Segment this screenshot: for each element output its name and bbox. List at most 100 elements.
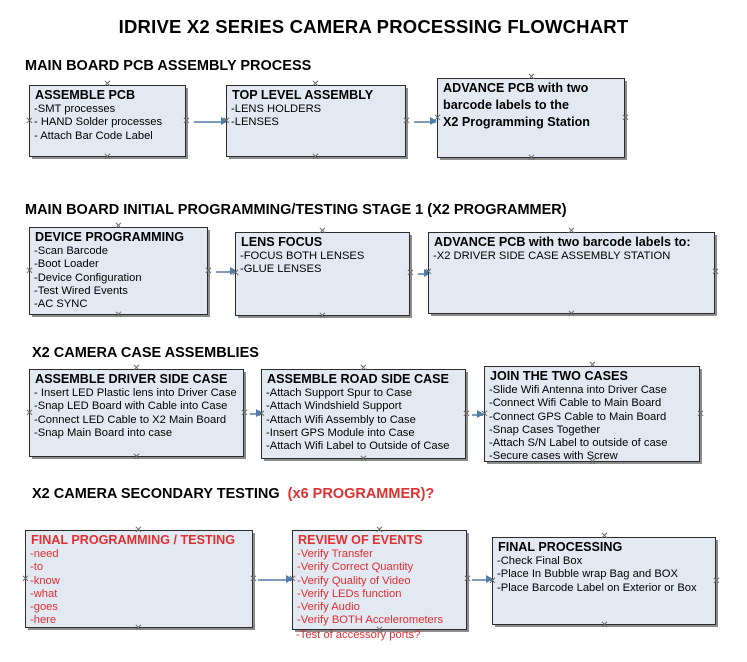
connection-handle-top[interactable] — [103, 80, 112, 89]
box-advance-pcb-programming-station[interactable]: ADVANCE PCB with two barcode labels to t… — [437, 78, 625, 158]
section-heading-x2-camera-secondary-testing: X2 CAMERA SECONDARY TESTING (x6 PROGRAMM… — [32, 486, 434, 502]
section-heading-text: MAIN BOARD INITIAL PROGRAMMING/TESTING S… — [25, 202, 567, 218]
box-item: -GLUE LENSES — [240, 263, 322, 276]
connection-handle-top[interactable] — [375, 526, 384, 535]
box-item: -Verify Audio — [297, 601, 360, 614]
connection-handle-left[interactable] — [480, 410, 489, 419]
connection-handle-top[interactable] — [567, 227, 576, 236]
connection-handle-left[interactable] — [488, 577, 497, 586]
connection-handle-left[interactable] — [222, 117, 231, 126]
connection-handle-bottom[interactable] — [359, 455, 368, 464]
connection-handle-left[interactable] — [231, 269, 240, 278]
section-heading-annotation: (x6 PROGRAMMER)? — [287, 486, 435, 502]
connection-handle-bottom[interactable] — [311, 153, 320, 162]
connection-handle-left[interactable] — [433, 114, 442, 123]
connection-handle-right[interactable] — [621, 114, 630, 123]
box-header: ADVANCE PCB with two barcode labels to: — [434, 235, 691, 249]
connection-handle-bottom[interactable] — [134, 624, 143, 633]
box-device-programming[interactable]: DEVICE PROGRAMMING -Scan Barcode -Boot L… — [29, 227, 208, 315]
connection-handle-top[interactable] — [114, 222, 123, 231]
box-item: -Attach S/N Label to outside of case — [489, 437, 668, 450]
connection-handle-left[interactable] — [25, 409, 34, 418]
connection-handle-top[interactable] — [132, 364, 141, 373]
box-header: ASSEMBLE DRIVER SIDE CASE — [35, 372, 228, 386]
box-top-level-assembly[interactable]: TOP LEVEL ASSEMBLY -LENS HOLDERS -LENSES — [226, 85, 406, 157]
connection-handle-right[interactable] — [204, 267, 213, 276]
connection-handle-bottom[interactable] — [567, 310, 576, 319]
box-header: FINAL PROCESSING — [498, 540, 623, 554]
box-lens-focus[interactable]: LENS FOCUS -FOCUS BOTH LENSES -GLUE LENS… — [235, 232, 410, 316]
box-final-programming-testing[interactable]: FINAL PROGRAMMING / TESTING -need -to -k… — [25, 530, 253, 628]
box-item: -Scan Barcode — [34, 245, 109, 257]
connection-handle-bottom[interactable] — [588, 458, 597, 467]
box-item: -Attach Wifi Label to Outside of Case — [266, 440, 450, 453]
box-item: -Attach Support Spur to Case — [266, 387, 413, 399]
connection-handle-right[interactable] — [402, 117, 411, 126]
box-item: - HAND Solder processes — [34, 116, 163, 129]
box-header: FINAL PROGRAMMING / TESTING — [31, 533, 236, 547]
box-item-overflow: -Test of accessory ports? — [296, 629, 421, 641]
box-review-of-events[interactable]: REVIEW OF EVENTS -Verify Transfer -Verif… — [292, 530, 467, 630]
connection-handle-left[interactable] — [257, 410, 266, 419]
box-assemble-driver-side-case[interactable]: ASSEMBLE DRIVER SIDE CASE - Insert LED P… — [29, 369, 244, 457]
connection-handle-right[interactable] — [711, 268, 720, 277]
connection-handle-bottom[interactable] — [132, 453, 141, 462]
box-header: ADVANCE PCB with two — [443, 81, 589, 95]
connection-handle-right[interactable] — [249, 575, 258, 584]
box-item: -Verify BOTH Accelerometers — [297, 614, 444, 627]
box-item: -Device Configuration — [34, 271, 142, 284]
box-advance-pcb-driver-side-case[interactable]: ADVANCE PCB with two barcode labels to: … — [428, 232, 715, 314]
connection-handle-bottom[interactable] — [527, 154, 536, 163]
connection-handle-left[interactable] — [288, 575, 297, 584]
connection-handle-left[interactable] — [424, 268, 433, 277]
section-heading-main-board-initial-programming: MAIN BOARD INITIAL PROGRAMMING/TESTING S… — [25, 202, 567, 218]
box-item: -Place Barcode Label on Exterior or Box — [497, 581, 697, 594]
connection-handle-top[interactable] — [588, 361, 597, 370]
box-item: -Verify Quality of Video — [297, 574, 411, 587]
box-header: JOIN THE TWO CASES — [490, 369, 628, 383]
connection-handle-right[interactable] — [182, 117, 191, 126]
box-item: -X2 DRIVER SIDE CASE ASSEMBLY STATION — [433, 250, 671, 262]
box-final-processing[interactable]: FINAL PROCESSING -Check Final Box -Place… — [492, 537, 716, 625]
box-item: -Connect LED Cable to X2 Main Board — [34, 413, 227, 426]
box-join-the-two-cases[interactable]: JOIN THE TWO CASES -Slide Wifi Antenna i… — [484, 366, 700, 462]
connection-handle-right[interactable] — [406, 269, 415, 278]
connection-handle-top[interactable] — [527, 73, 536, 82]
connection-handle-right[interactable] — [696, 410, 705, 419]
box-header: ASSEMBLE ROAD SIDE CASE — [267, 372, 449, 386]
connection-handle-right[interactable] — [712, 577, 721, 586]
section-heading-text: X2 CAMERA SECONDARY TESTING — [32, 486, 280, 502]
box-item: -Verify Correct Quantity — [297, 561, 414, 574]
box-item: -Connect GPS Cable to Main Board — [489, 410, 667, 423]
box-header: ASSEMBLE PCB — [35, 88, 136, 102]
box-header: LENS FOCUS — [241, 235, 323, 249]
box-assemble-pcb[interactable]: ASSEMBLE PCB -SMT processes - HAND Solde… — [29, 85, 186, 157]
box-assemble-road-side-case[interactable]: ASSEMBLE ROAD SIDE CASE -Attach Support … — [261, 369, 466, 459]
connection-handle-left[interactable] — [25, 117, 34, 126]
box-item: -Check Final Box — [497, 555, 583, 567]
connection-handle-bottom[interactable] — [114, 311, 123, 320]
box-item: -Snap Cases Together — [489, 423, 601, 436]
connection-handle-left[interactable] — [21, 575, 30, 584]
box-header: TOP LEVEL ASSEMBLY — [232, 88, 374, 102]
connection-handle-left[interactable] — [25, 267, 34, 276]
connection-handle-right[interactable] — [463, 575, 472, 584]
box-item: -Snap Main Board into case — [34, 426, 173, 439]
connection-handle-top[interactable] — [311, 80, 320, 89]
connection-handle-bottom[interactable] — [375, 626, 384, 635]
box-item: -LENSES — [231, 116, 279, 129]
connection-handle-top[interactable] — [359, 364, 368, 373]
box-item: barcode labels to the — [443, 98, 569, 112]
connection-handle-right[interactable] — [462, 410, 471, 419]
connection-handle-bottom[interactable] — [318, 312, 327, 321]
box-item: -Verify Transfer — [297, 548, 373, 560]
connection-handle-top[interactable] — [318, 227, 327, 236]
connection-handle-top[interactable] — [134, 526, 143, 535]
connection-handle-right[interactable] — [240, 409, 249, 418]
connection-handle-top[interactable] — [600, 532, 609, 541]
page-title: IDRIVE X2 SERIES CAMERA PROCESSING FLOWC… — [118, 16, 629, 37]
box-item: -goes — [30, 601, 58, 614]
box-item: - Attach Bar Code Label — [34, 129, 153, 142]
connection-handle-bottom[interactable] — [103, 153, 112, 162]
connection-handle-bottom[interactable] — [600, 621, 609, 630]
